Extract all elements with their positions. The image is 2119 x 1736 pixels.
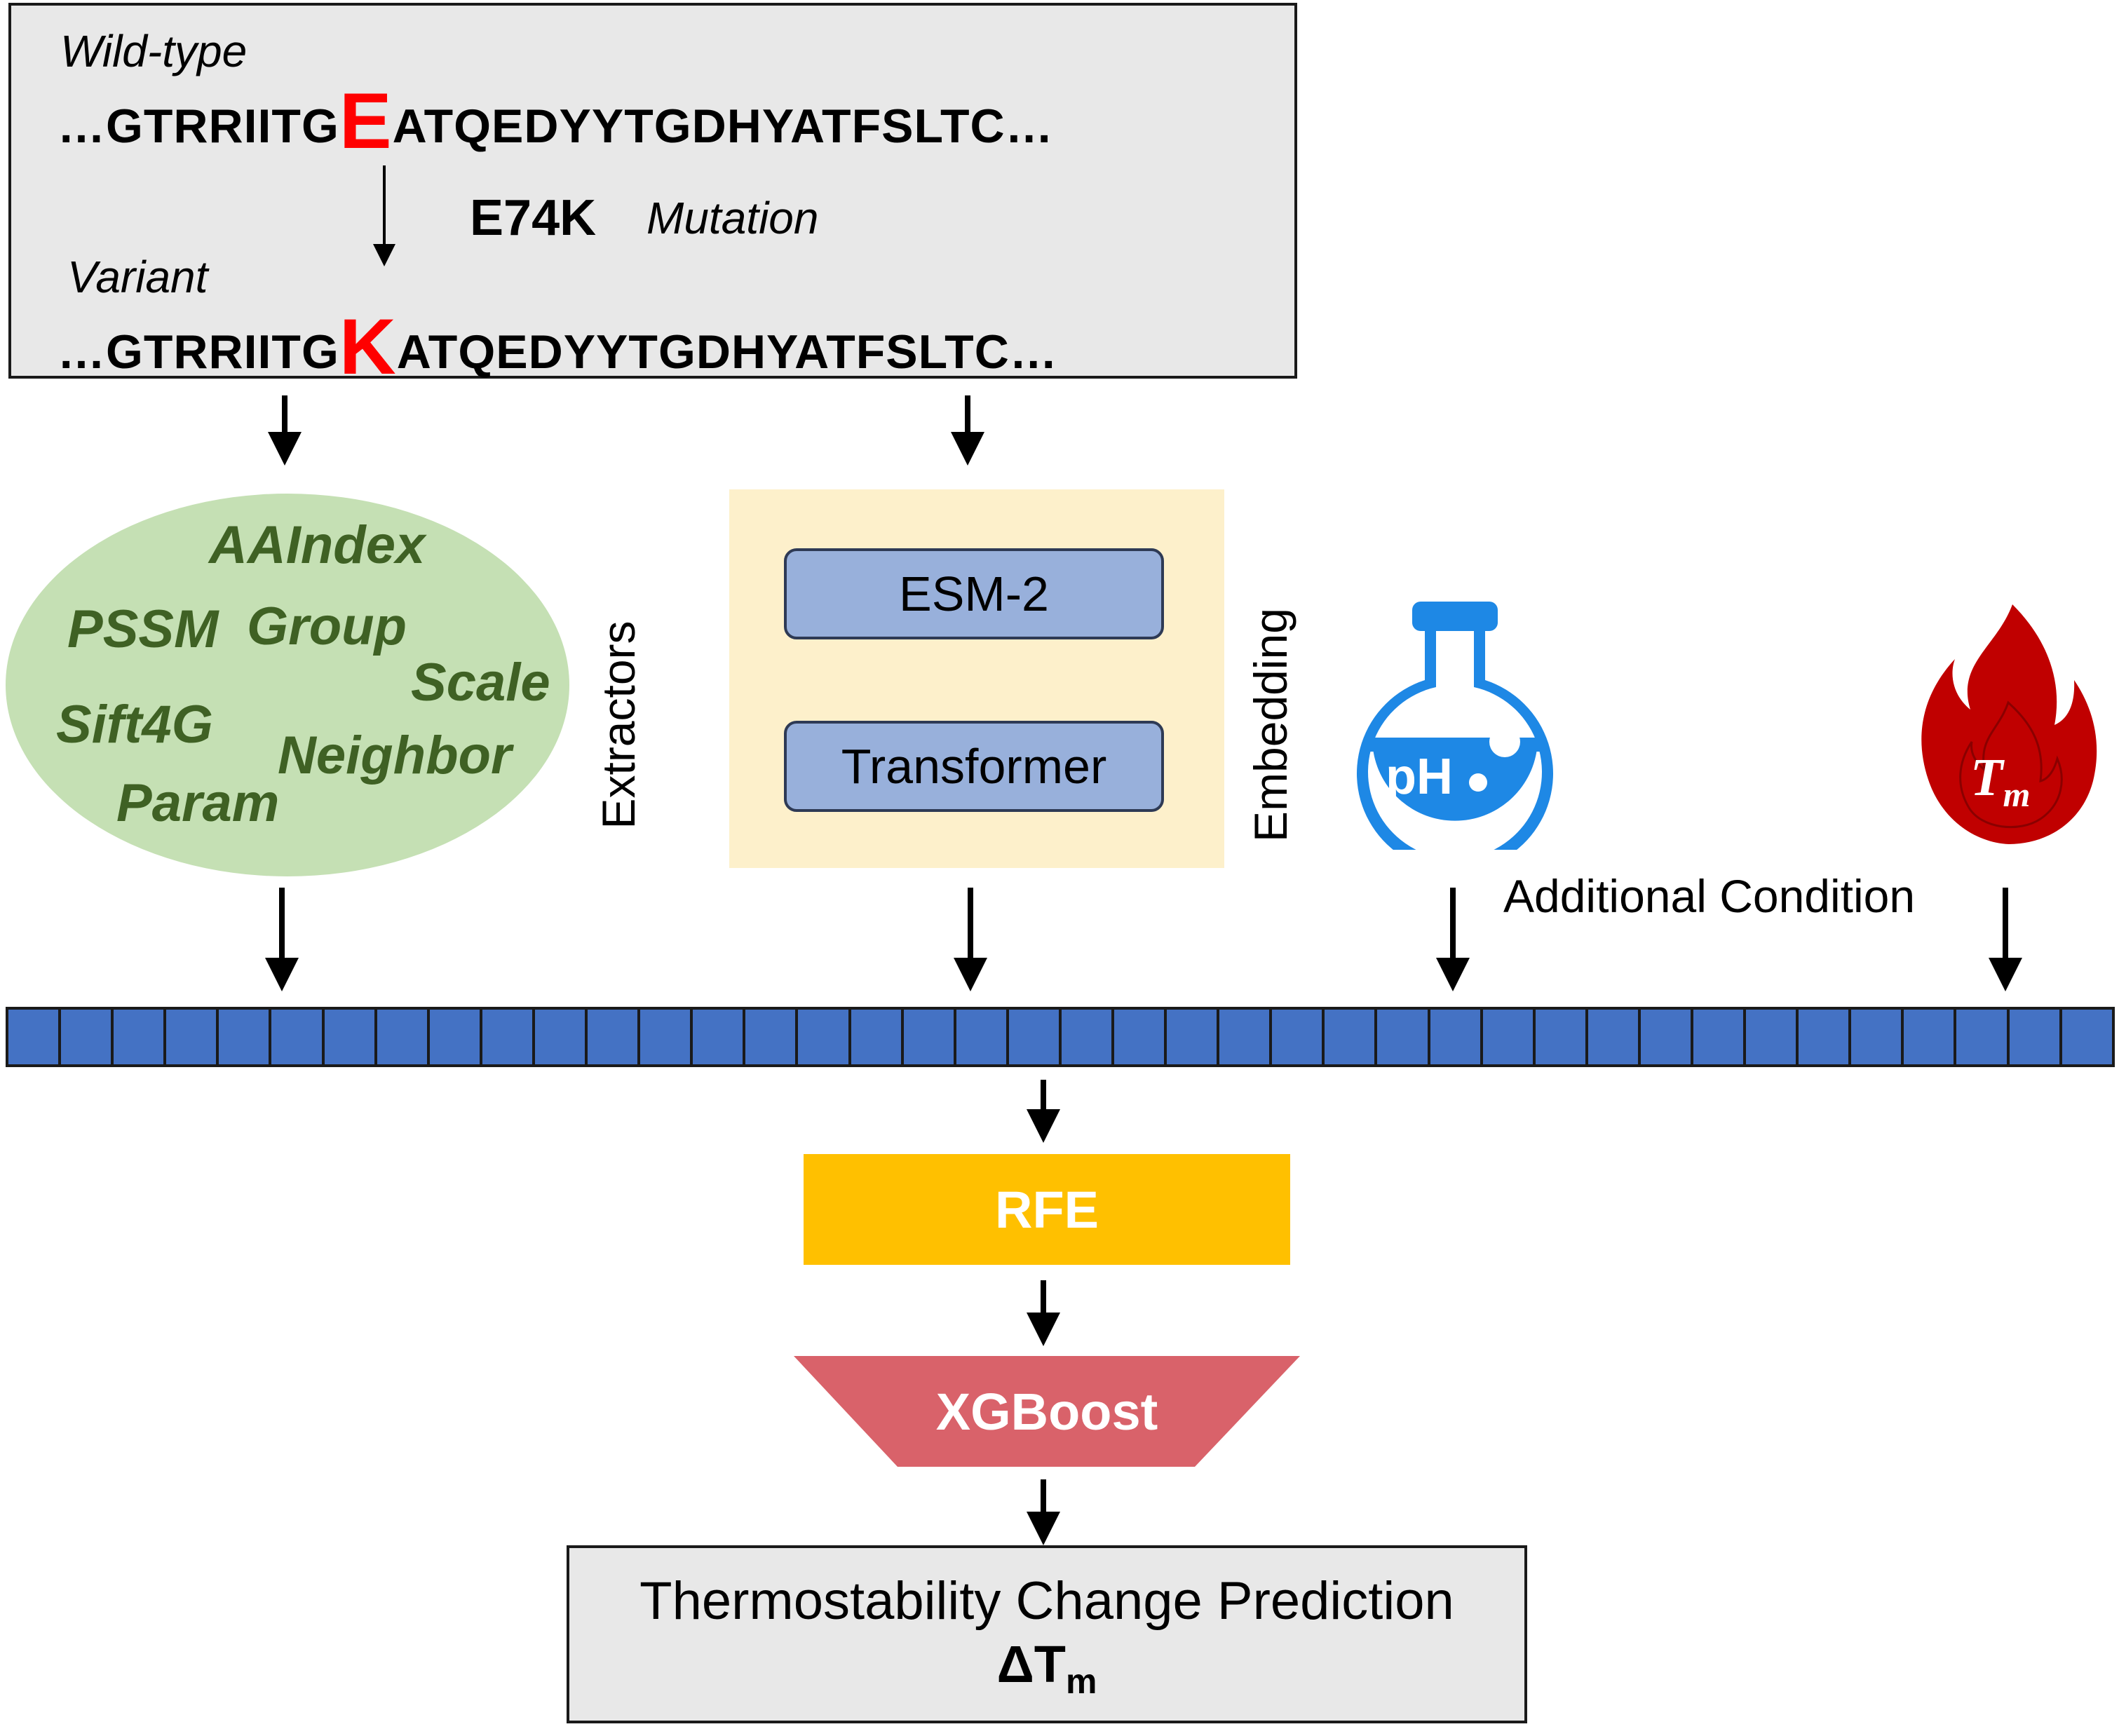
vector-cell [1009, 1010, 1062, 1064]
vector-cell [1272, 1010, 1325, 1064]
tm-symbol: Tm [1970, 748, 2030, 814]
vector-cell [1588, 1010, 1641, 1064]
vector-cell [535, 1010, 588, 1064]
vector-cell [1062, 1010, 1114, 1064]
vector-cell [325, 1010, 377, 1064]
vector-cell [166, 1010, 219, 1064]
extractors-label: Extractors [593, 621, 644, 829]
vector-cell [271, 1010, 325, 1064]
wild-type-sequence: …GTRRIITGEATQEDYYTGDHYATFSLTC… [57, 76, 1054, 166]
vector-cell [956, 1010, 1009, 1064]
feature-group: Group [247, 597, 407, 656]
vector-cell [640, 1010, 693, 1064]
feature-param: Param [116, 773, 280, 833]
vector-cell [1483, 1010, 1536, 1064]
rfe-box: RFE [804, 1154, 1290, 1265]
mutation-code: E74K [470, 190, 597, 246]
additional-condition-label: Additional Condition [1503, 870, 1916, 922]
vector-cell [745, 1010, 799, 1064]
feature-scale: Scale [411, 653, 550, 712]
wild-residue: E [339, 77, 393, 165]
variant-sequence: …GTRRIITGKATQEDYYTGDHYATFSLTC… [57, 301, 1058, 392]
vector-cell [8, 1010, 62, 1064]
transformer-box: Transformer [784, 721, 1164, 812]
vector-cell [1377, 1010, 1430, 1064]
vector-cell [588, 1010, 641, 1064]
vector-cell [2062, 1010, 2112, 1064]
mutation-word: Mutation [646, 193, 819, 243]
vector-cell [377, 1010, 430, 1064]
transformer-label: Transformer [841, 739, 1107, 794]
extractor-ellipse: AAIndex PSSM Group Scale Sift4G Neighbor… [6, 494, 569, 876]
esm2-box: ESM-2 [784, 548, 1164, 639]
delta-tm-symbol: ΔTm [996, 1635, 1097, 1701]
vector-cell [1219, 1010, 1273, 1064]
wild-prefix: …GTRRIITG [57, 100, 339, 153]
variant-suffix: ATQEDYYTGDHYATFSLTC… [396, 325, 1058, 379]
xgboost-shape [794, 1356, 1300, 1467]
xgboost-label: XGBoost [935, 1382, 1158, 1441]
flame-icon: Tm [1921, 604, 2097, 844]
embedding-label: Embedding [1245, 608, 1297, 842]
feature-aaindex: AAIndex [209, 515, 426, 575]
vector-cell [798, 1010, 851, 1064]
sequence-box: Wild-type …GTRRIITGEATQEDYYTGDHYATFSLTC…… [8, 3, 1297, 391]
wild-type-label: Wild-type [60, 26, 248, 76]
vector-cell [430, 1010, 482, 1064]
variant-label: Variant [67, 252, 208, 302]
vector-cell [1956, 1010, 2010, 1064]
prediction-title: Thermostability Change Prediction [639, 1571, 1454, 1631]
vector-cell [851, 1010, 904, 1064]
vector-cell [1799, 1010, 1852, 1064]
rfe-label: RFE [995, 1180, 1099, 1239]
vector-cell [1746, 1010, 1799, 1064]
vector-cell [693, 1010, 746, 1064]
vector-cell [904, 1010, 956, 1064]
embedding-panel: ESM-2 Transformer [729, 489, 1224, 868]
vector-cell [1114, 1010, 1167, 1064]
vector-cell [114, 1010, 167, 1064]
wild-suffix: ATQEDYYTGDHYATFSLTC… [392, 100, 1054, 153]
vector-cell [1693, 1010, 1747, 1064]
vector-cell [2010, 1010, 2062, 1064]
vector-cell [61, 1010, 114, 1064]
variant-residue: K [339, 303, 397, 391]
vector-cell [1851, 1010, 1904, 1064]
esm2-label: ESM-2 [899, 567, 1049, 621]
feature-sift4g: Sift4G [56, 695, 213, 754]
vector-cell [1325, 1010, 1378, 1064]
vector-cell [1536, 1010, 1588, 1064]
ph-flask-icon: pH [1357, 602, 1553, 850]
vector-cell [1430, 1010, 1483, 1064]
feature-pssm: PSSM [67, 599, 219, 659]
vector-cell [1167, 1010, 1220, 1064]
prediction-box: Thermostability Change Prediction ΔTm [567, 1545, 1527, 1723]
vector-cell [482, 1010, 535, 1064]
feature-neighbor: Neighbor [278, 726, 512, 785]
vector-cell [1904, 1010, 1957, 1064]
vector-cell [1641, 1010, 1693, 1064]
ph-text: pH [1386, 749, 1453, 805]
vector-cell [219, 1010, 272, 1064]
feature-vector [6, 1007, 2115, 1067]
variant-prefix: …GTRRIITG [57, 325, 339, 379]
